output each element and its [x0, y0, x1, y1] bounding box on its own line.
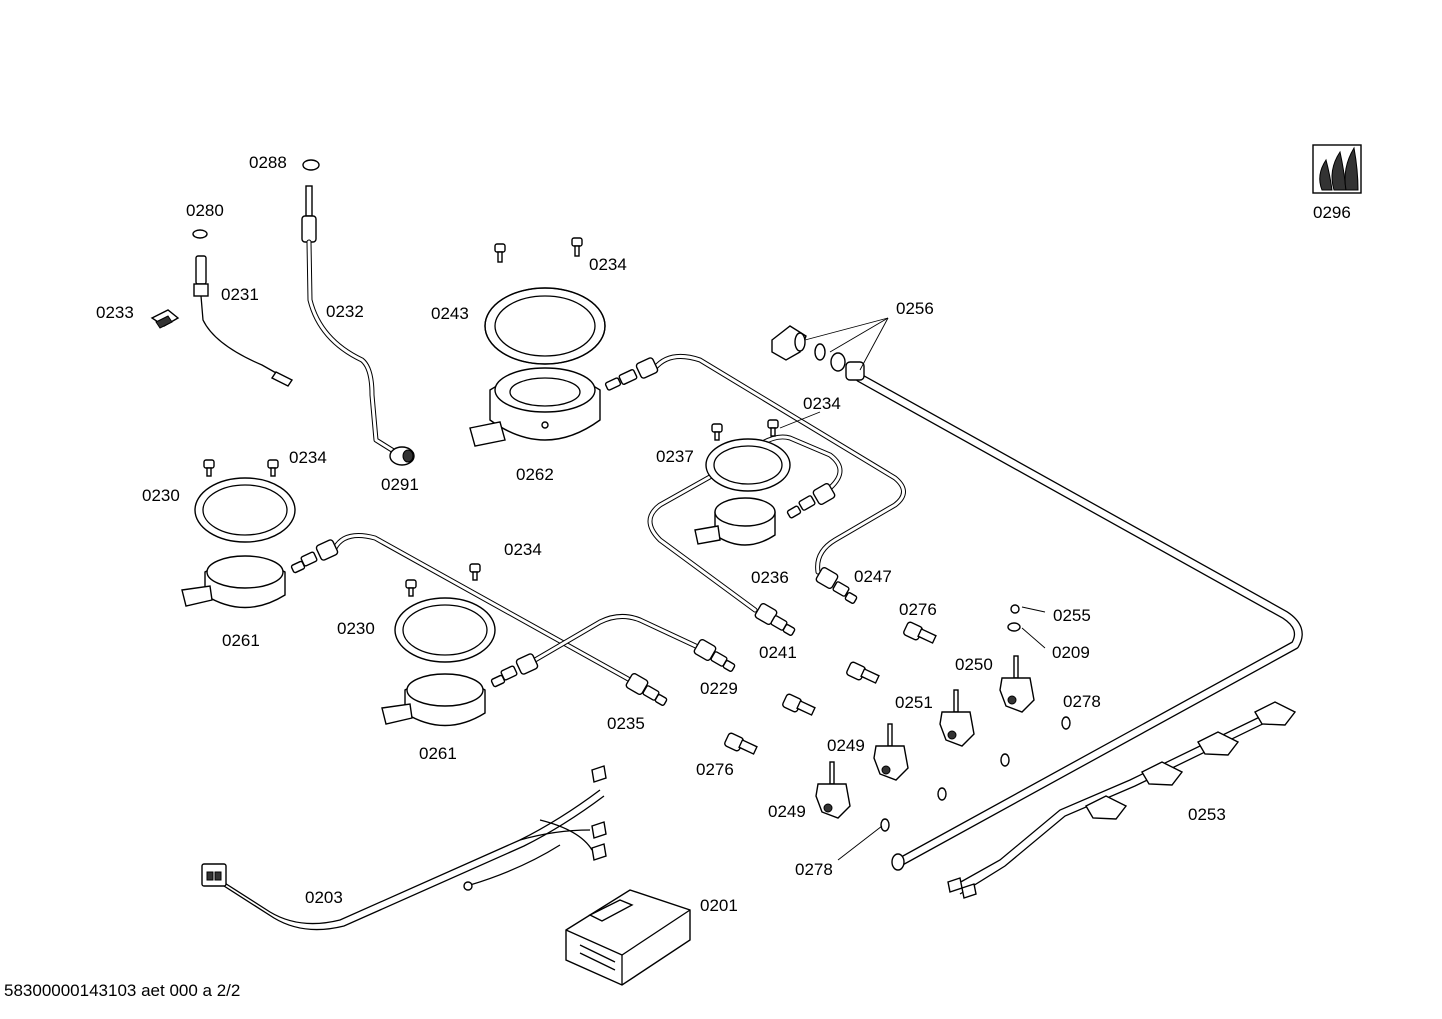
label-0250: 0250: [955, 655, 993, 674]
label-0296: 0296: [1313, 203, 1351, 222]
gas-pipe-0262: [652, 353, 906, 575]
label-0247: 0247: [854, 567, 892, 586]
elbow-connector-0256: [771, 325, 865, 381]
three-flames-icon: [1312, 144, 1362, 194]
gas-pipe-0229: [532, 614, 703, 663]
label-0237: 0237: [656, 447, 694, 466]
label-0236: 0236: [751, 568, 789, 587]
label-0230-middle: 0230: [337, 619, 375, 638]
thermocouple-0232: [301, 159, 415, 466]
label-0261-middle: 0261: [419, 744, 457, 763]
gas-valve-taps: [815, 655, 1035, 819]
label-0278-top: 0278: [1063, 692, 1101, 711]
label-0280: 0280: [186, 201, 224, 220]
label-0251: 0251: [895, 693, 933, 712]
pipe-fitting-nut: [290, 357, 858, 706]
label-0233: 0233: [96, 303, 134, 322]
label-0234-left: 0234: [289, 448, 327, 467]
label-0255: 0255: [1053, 606, 1091, 625]
label-0278-bottom: 0278: [795, 860, 833, 879]
label-0291: 0291: [381, 475, 419, 494]
ignition-switch-harness-0253: [947, 701, 1297, 899]
label-0231: 0231: [221, 285, 259, 304]
gasket-rings: [484, 287, 606, 365]
label-0243: 0243: [431, 304, 469, 323]
label-0276-top: 0276: [899, 600, 937, 619]
label-0262: 0262: [516, 465, 554, 484]
label-0261-left: 0261: [222, 631, 260, 650]
label-0209: 0209: [1052, 643, 1090, 662]
part-number-labels: 0288 0280 0231 0233 0232 0291 0243 0234 …: [96, 153, 1351, 915]
gas-pipe-0235: [332, 533, 633, 683]
injector-0276: [724, 621, 937, 755]
wiring-harness-0203: [201, 765, 607, 931]
burner-cup-0261-left: [181, 459, 296, 609]
burner-cup-0236: [694, 419, 791, 546]
label-0229: 0229: [700, 679, 738, 698]
burner-cup-0261-middle: [381, 563, 496, 727]
label-0232: 0232: [326, 302, 364, 321]
label-0235: 0235: [607, 714, 645, 733]
label-0276-bottom: 0276: [696, 760, 734, 779]
label-0241: 0241: [759, 643, 797, 662]
label-0249-bottom: 0249: [768, 802, 806, 821]
label-0203: 0203: [305, 888, 343, 907]
label-0234-top: 0234: [589, 255, 627, 274]
label-0230-left: 0230: [142, 486, 180, 505]
drawing-reference-footer: 58300000143103 aet 000 a 2/2: [4, 981, 241, 1000]
gas-pipe-main: [855, 373, 1303, 871]
spark-generator-0201: [565, 889, 691, 986]
leader-lines: [779, 317, 1046, 861]
label-0288: 0288: [249, 153, 287, 172]
label-0234-right: 0234: [803, 394, 841, 413]
small-washers: [880, 604, 1071, 832]
ignition-electrode-0231: [192, 229, 294, 387]
label-0201: 0201: [700, 896, 738, 915]
burner-cup-0262: [469, 237, 606, 447]
label-0249-top: 0249: [827, 736, 865, 755]
label-0256: 0256: [896, 299, 934, 318]
clip-0233: [150, 309, 180, 329]
label-0234-middle: 0234: [504, 540, 542, 559]
label-0253: 0253: [1188, 805, 1226, 824]
